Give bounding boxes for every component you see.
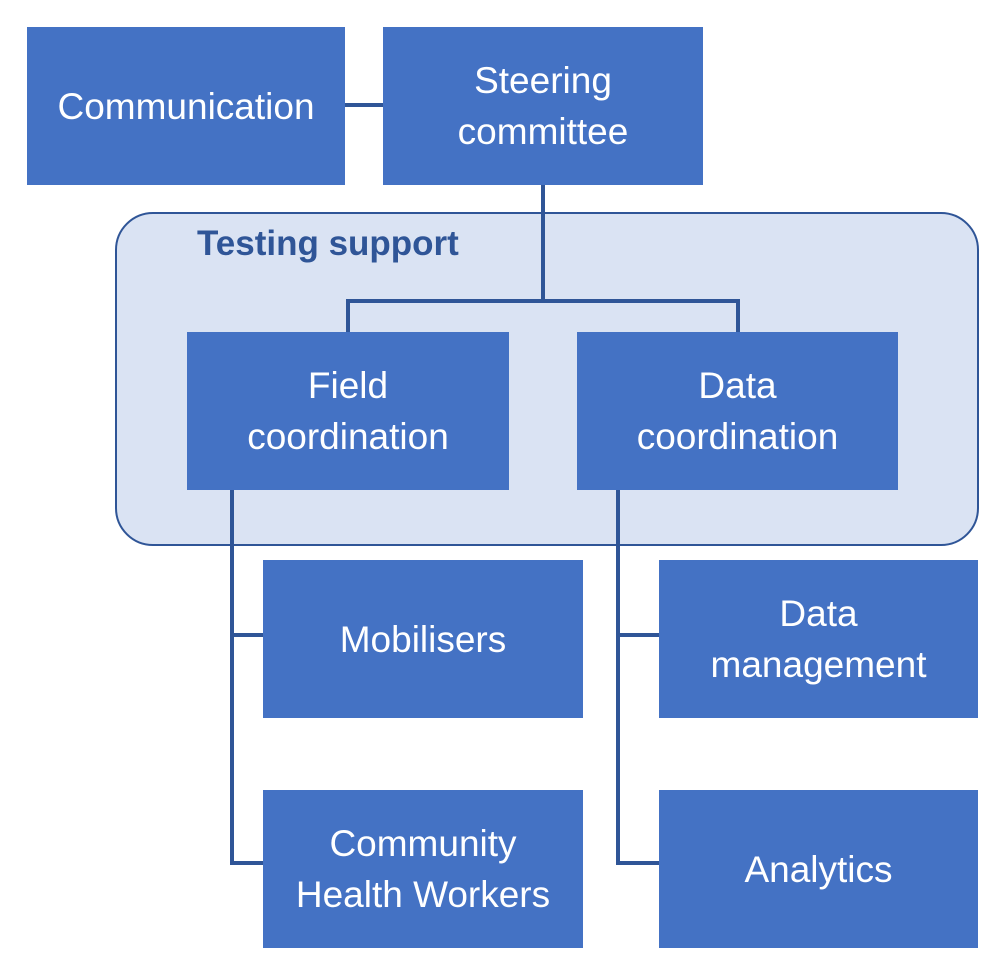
node-data-coordination-line-2: coordination bbox=[636, 416, 839, 457]
node-data-management-line-2: management bbox=[710, 644, 927, 685]
node-field-coordination: Field coordination bbox=[187, 332, 509, 490]
node-mobilisers-line-1: Mobilisers bbox=[339, 618, 507, 660]
node-communication-line-1: Communication bbox=[57, 85, 315, 127]
node-community-health-workers-line-2: Health Workers bbox=[295, 874, 551, 915]
node-analytics-line-1: Analytics bbox=[744, 848, 893, 890]
node-data-management: Data management bbox=[659, 560, 978, 718]
node-community-health-workers: Community Health Workers bbox=[263, 790, 583, 948]
node-field-coordination-line-2: coordination bbox=[247, 416, 449, 457]
node-field-coordination-line-1: Field bbox=[307, 365, 389, 406]
node-steering-committee-line-1: Steering bbox=[474, 60, 612, 101]
node-data-coordination: Data coordination bbox=[577, 332, 898, 490]
node-steering-committee-line-2: committee bbox=[457, 111, 629, 152]
node-analytics: Analytics bbox=[659, 790, 978, 948]
node-steering-committee: Steering committee bbox=[383, 27, 703, 185]
node-community-health-workers-line-1: Community bbox=[329, 823, 517, 864]
node-communication: Communication bbox=[27, 27, 345, 185]
node-data-management-line-1: Data bbox=[779, 593, 858, 634]
testing-support-label: Testing support bbox=[197, 224, 459, 263]
node-data-coordination-line-1: Data bbox=[698, 365, 777, 406]
node-mobilisers: Mobilisers bbox=[263, 560, 583, 718]
